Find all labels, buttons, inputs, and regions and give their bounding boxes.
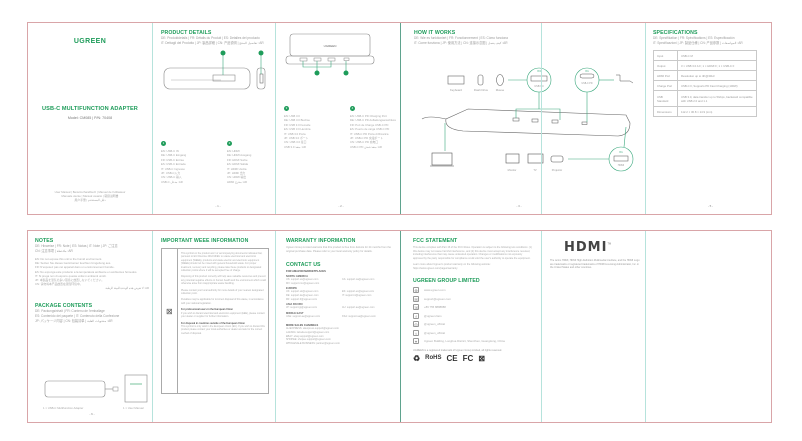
twitter-icon: t (413, 329, 419, 336)
contact-address: ⌖Ugreen Building, Longhua District, Shen… (413, 338, 505, 345)
globe-icon: ⊕ (413, 287, 419, 294)
location-icon: ⌖ (413, 338, 419, 345)
weee-icon: ⊠ (478, 353, 486, 363)
svg-text:Keyboard: Keyboard (450, 88, 462, 92)
warranty-panel: WARRANTY INFORMATION Ugreen Group Limite… (286, 231, 398, 422)
ce-mark: CE (446, 353, 458, 363)
how-it-works-panel: HOW IT WORKS DE: Wie es funktioniert | F… (414, 23, 644, 214)
recycle-icon: ♻ (413, 353, 421, 363)
notes-heading: NOTES (35, 238, 54, 244)
svg-text:X1: X1 (585, 69, 589, 73)
weee-bin-icon: ⊠ (166, 307, 173, 316)
cover-panel: UGREEN USB-C MULTIFUNCTION ADAPTER Model… (28, 23, 152, 214)
svg-text:TV: TV (533, 168, 537, 172)
svg-text:USB-C PD: USB-C PD (582, 83, 593, 85)
model-number: Model: CM085 | P/N: 70408 (67, 116, 113, 120)
contact-website[interactable]: ⊕www.ugreen.com (413, 287, 446, 294)
hdmi-panel: HDMITM The terms HDMI, HDMI High-Definit… (550, 240, 640, 269)
svg-text:Projector: Projector (552, 168, 563, 172)
svg-text:Flash Drive: Flash Drive (474, 88, 489, 92)
certification-marks: ♻ RoHS CE FC ⊠ (413, 354, 533, 363)
how-it-works-heading: HOW IT WORKS (414, 30, 456, 36)
rohs-mark: RoHS (425, 355, 442, 362)
brand-logo: UGREEN (73, 38, 107, 45)
contact-phone[interactable]: ☏+86 755 8888888 (413, 304, 446, 311)
package-contents-heading: PACKAGE CONTENTS (35, 302, 93, 309)
fcc-mark: FC (462, 353, 474, 363)
hdmi-logo: HDMI (564, 240, 608, 255)
fcc-panel: FCC STATEMENT This device complies with … (413, 238, 533, 363)
connection-diagram: Keyboard Flash Drive Mouse X3 USB 3.0 X1… (421, 67, 634, 172)
adapter-side-diagram (163, 50, 266, 90)
specifications-panel: SPECIFICATIONS DE: Spezifikation | FR: S… (653, 23, 768, 214)
contact-heading: CONTACT US (286, 262, 321, 269)
manual-languages: User Manual | Benutzerhandbuch | Manuel … (54, 190, 126, 203)
contact-facebook[interactable]: f@ugreen.fans (413, 312, 533, 321)
product-title: USB-C MULTIFUNCTION ADAPTER (42, 106, 138, 112)
package-diagram (44, 374, 148, 403)
fcc-heading: FCC STATEMENT (413, 238, 458, 244)
svg-text:X3: X3 (537, 69, 541, 73)
company-heading: UGREEN GROUP LIMITED (413, 278, 480, 284)
contact-twitter[interactable]: t@ugreen_official (413, 329, 533, 338)
notes-panel: NOTES DE: Hinweise | FR: Note | ES: Nota… (35, 238, 149, 416)
warranty-heading: WARRANTY INFORMATION (286, 238, 356, 244)
weee-box: ⊠ This symbol on the product and / or ac… (161, 248, 269, 394)
svg-text:USB 3.0: USB 3.0 (534, 85, 544, 88)
contact-email[interactable]: ✉support@ugreen.com (413, 295, 451, 302)
weee-heading: IMPORTANT WEEE INFORMATION (161, 238, 249, 244)
manual-sheet-back: NOTES DE: Hinweise | FR: Note | ES: Nota… (27, 230, 772, 423)
svg-text:HDMI: HDMI (618, 164, 625, 167)
svg-text:X1: X1 (619, 150, 623, 154)
manual-sheet-front: UGREEN USB-C MULTIFUNCTION ADAPTER Model… (27, 22, 772, 215)
weee-panel: IMPORTANT WEEE INFORMATION ⊠ This symbol… (161, 231, 271, 422)
svg-text:Mouse: Mouse (496, 88, 505, 92)
product-details-heading: PRODUCT DETAILS (161, 30, 212, 36)
instagram-icon: ◎ (413, 321, 419, 328)
adapter-front-diagram: UGREEN (285, 33, 375, 76)
contact-instagram[interactable]: ◎@ugreen_official (413, 321, 445, 328)
specifications-heading: SPECIFICATIONS (653, 30, 698, 36)
facebook-icon: f (413, 312, 419, 319)
product-details-panel: PRODUCT DETAILS DE: Produktdetails | FR:… (161, 23, 275, 214)
contact-list: ⊕www.ugreen.com ✉support@ugreen.com ☏+86… (413, 286, 533, 346)
notes-list: EN: Do not expose this unit to the humid… (35, 257, 149, 291)
phone-icon: ☏ (413, 304, 420, 311)
email-icon: ✉ (413, 295, 419, 302)
svg-text:Monitor: Monitor (508, 168, 517, 172)
svg-text:UGREEN: UGREEN (324, 44, 337, 48)
